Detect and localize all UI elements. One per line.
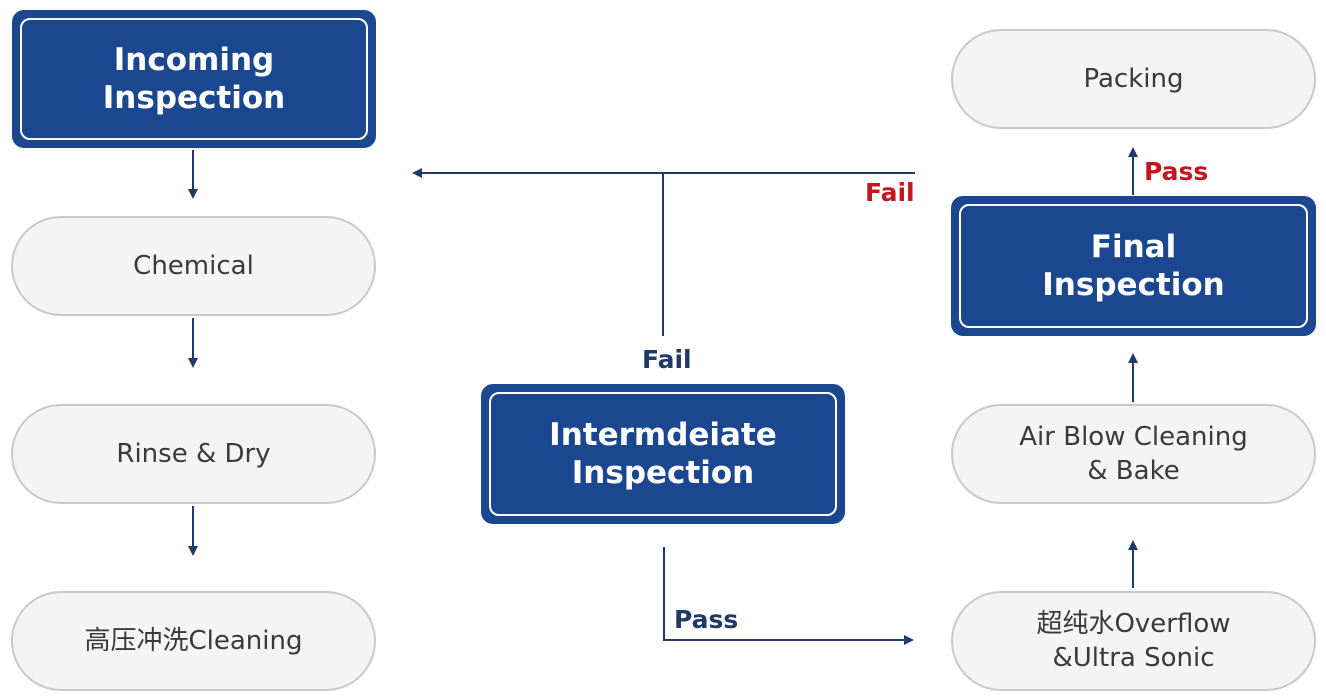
final-inspection-label: Final Inspection [959, 204, 1308, 328]
final-inspection-box: Final Inspection [951, 196, 1316, 336]
intermediate-inspection-label: Intermdeiate Inspection [489, 392, 837, 516]
pass-label-final: Pass [1144, 157, 1209, 186]
arrow-intermediate-pass [663, 547, 914, 645]
air-blow-bake-step: Air Blow Cleaning & Bake [951, 404, 1316, 504]
incoming-inspection-box: Incoming Inspection [12, 10, 376, 148]
high-pressure-cleaning-step: 高压冲洗Cleaning [11, 591, 376, 691]
pass-label-intermediate: Pass [674, 605, 739, 634]
intermediate-inspection-box: Intermdeiate Inspection [481, 384, 845, 524]
packing-step: Packing [951, 29, 1316, 129]
fail-label-intermediate: Fail [642, 345, 692, 374]
chemical-step: Chemical [11, 216, 376, 316]
rinse-dry-step: Rinse & Dry [11, 404, 376, 504]
ultrapure-overflow-step: 超纯水Overflow &Ultra Sonic [951, 591, 1316, 691]
incoming-inspection-label: Incoming Inspection [20, 18, 368, 140]
fail-label-top: Fail [865, 178, 915, 207]
